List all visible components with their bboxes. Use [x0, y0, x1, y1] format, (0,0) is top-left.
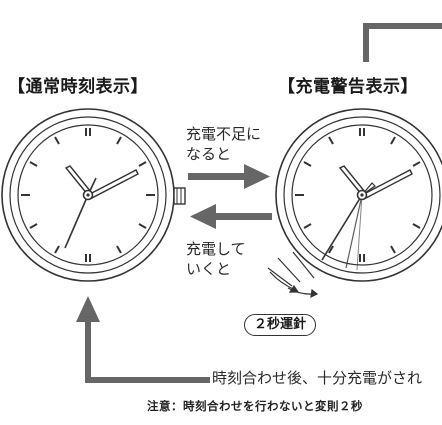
warning-watch-second-hand [321, 194, 363, 261]
warning-display-heading: 【充電警告表示】 [278, 77, 418, 97]
normal-watch [1, 108, 186, 282]
to-normal-arrow [190, 204, 272, 229]
normal-display-heading: 【通常時刻表示】 [8, 77, 148, 97]
top-return-line [363, 23, 442, 62]
normal-watch-crown [173, 187, 186, 205]
two-second-step-arrows [267, 251, 319, 299]
to-normal-label-line1: 充電して [186, 240, 246, 258]
to-warning-label-line1: 充電不足に [186, 125, 262, 143]
up-arrow-head [76, 296, 100, 322]
caution-note: 注意：時刻合わせを行わないと変則２秒 [147, 399, 363, 413]
footer-text: 時刻合わせ後、十分充電がされ [212, 369, 423, 387]
warning-watch-markers [295, 128, 421, 262]
to-normal-label-line2: いくと [186, 260, 232, 278]
normal-watch-markers [21, 128, 155, 262]
warning-watch [275, 108, 442, 282]
to-warning-arrow [188, 164, 270, 189]
bottom-return-line [85, 320, 200, 383]
to-warning-label-line2: なると [186, 145, 232, 163]
normal-watch-second-hand [64, 194, 89, 249]
two-second-step-badge: ２秒運針 [244, 314, 317, 336]
